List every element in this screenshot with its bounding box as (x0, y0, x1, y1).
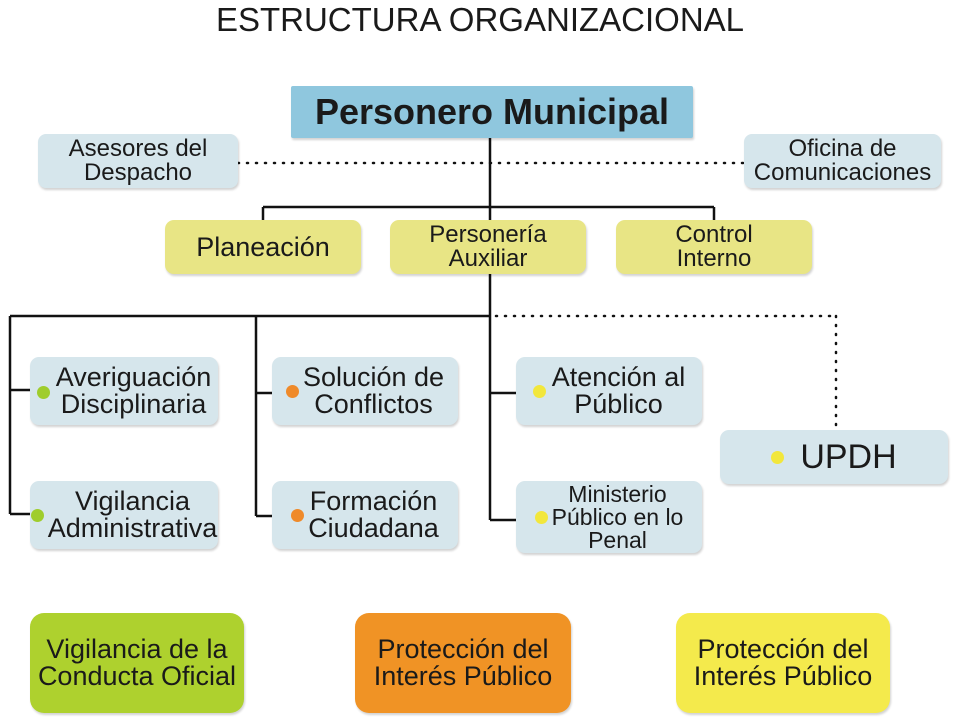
node-formacion-ciudadana: Formación Ciudadana (272, 481, 458, 549)
footer-vigilancia-conducta-oficial: Vigilancia de la Conducta Oficial (30, 613, 244, 713)
yellow-dot-icon (771, 450, 785, 464)
page-title: ESTRUCTURA ORGANIZACIONAL (215, 1, 745, 38)
footer-proteccion-interes-publico-yellow: Protección del Interés Público (676, 613, 890, 713)
node-oficina-comunicaciones: Oficina de Comunicaciones (744, 134, 941, 188)
node-personeria-auxiliar: Personería Auxiliar (390, 220, 586, 274)
footer-proteccion-interes-publico-orange: Protección del Interés Público (355, 613, 571, 713)
node-vigilancia-administrativa: Vigilancia Administrativa (30, 481, 218, 549)
yellow-dot-icon (534, 510, 548, 524)
dotted-connectors (236, 161, 838, 432)
node-solucion-conflictos: Solución de Conflictos (272, 357, 458, 425)
node-averiguacion-disciplinaria: Averiguación Disciplinaria (30, 357, 218, 425)
node-asesores-despacho: Asesores del Despacho (38, 134, 238, 188)
green-dot-icon (30, 508, 44, 522)
orange-dot-icon (285, 384, 299, 398)
orange-dot-icon (291, 508, 305, 522)
node-updh: UPDH (720, 430, 948, 484)
green-dot-icon (36, 385, 50, 399)
node-control-interno: Control Interno (616, 220, 812, 274)
node-ministerio-publico-penal: Ministerio Público en lo Penal (516, 481, 702, 553)
solid-connectors (8, 138, 716, 522)
node-personero-municipal: Personero Municipal (291, 86, 693, 138)
node-atencion-publico: Atención al Público (516, 357, 702, 425)
node-planeacion: Planeación (165, 220, 361, 274)
yellow-dot-icon (532, 384, 546, 398)
